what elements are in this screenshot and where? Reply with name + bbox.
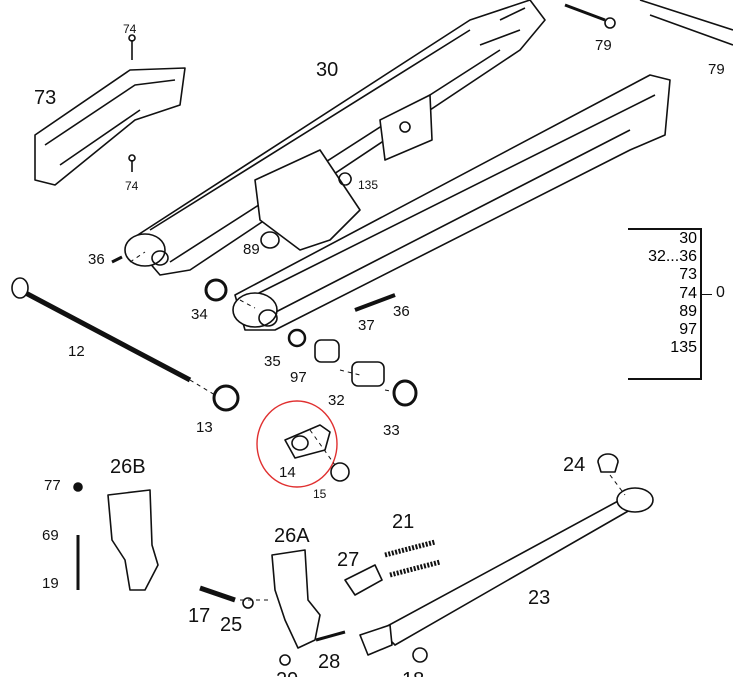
bushing-97 [314, 339, 340, 363]
callout-14: 14 [279, 464, 296, 481]
callout-12: 12 [68, 343, 85, 360]
springs-21 [384, 539, 441, 578]
callout-26a: 26A [274, 525, 310, 547]
callout-36-left: 36 [88, 251, 105, 268]
callout-23: 23 [528, 587, 551, 609]
callout-79-right: 79 [708, 61, 725, 78]
bracket-26b [107, 489, 159, 591]
nut-15 [330, 462, 350, 482]
ref-item: 135 [670, 339, 697, 357]
callout-35: 35 [264, 353, 281, 370]
callout-18: 18 [402, 670, 424, 677]
plate-27 [344, 564, 383, 596]
reference-group-bracket: 30 32...36 73 74 89 97 135 [628, 228, 702, 380]
callout-21: 21 [392, 511, 415, 533]
callout-25: 25 [220, 614, 243, 636]
ref-item: 74 [679, 284, 697, 302]
washer-13 [212, 384, 240, 412]
callout-33: 33 [383, 422, 400, 439]
chain-guard [34, 34, 186, 186]
washer-33 [392, 379, 418, 407]
highlight-circle [256, 400, 338, 488]
ref-item: 30 [679, 230, 697, 247]
callout-69: 69 [42, 527, 59, 544]
cap-24 [597, 453, 619, 473]
callout-29: 29 [276, 670, 298, 677]
ref-item: 32...36 [648, 248, 697, 266]
callout-26b: 26B [110, 456, 146, 478]
callout-15: 15 [313, 487, 327, 501]
callout-135: 135 [358, 178, 379, 192]
callout-37: 37 [358, 317, 375, 334]
callout-32: 32 [328, 392, 345, 409]
callout-73: 73 [34, 87, 57, 109]
callout-89: 89 [243, 241, 260, 258]
callout-13: 13 [196, 419, 213, 436]
plug-135 [338, 172, 352, 186]
callout-74-top: 74 [123, 22, 137, 36]
reference-group-connector [702, 294, 712, 295]
reference-group-label: 0 [716, 284, 725, 301]
callout-77: 77 [44, 477, 61, 494]
swing-arm [124, 0, 671, 331]
ref-item: 73 [679, 266, 697, 284]
callout-19: 19 [42, 575, 59, 592]
callout-79-left: 79 [595, 37, 612, 54]
callout-17: 17 [188, 605, 211, 627]
ref-item: 89 [679, 302, 697, 320]
axle [11, 277, 192, 383]
washer-34 [204, 278, 228, 302]
callout-74-bottom: 74 [125, 179, 139, 193]
callout-28: 28 [318, 651, 341, 673]
callout-27: 27 [337, 549, 360, 571]
side-stand-23 [359, 487, 654, 656]
callout-97: 97 [290, 369, 307, 386]
callout-24: 24 [563, 454, 586, 476]
grease-nipple-37 [354, 293, 396, 312]
bracket-26a [271, 549, 321, 649]
bushing-32 [351, 361, 385, 387]
callout-36-right: 36 [393, 303, 410, 320]
callout-34: 34 [191, 306, 208, 323]
ref-item: 97 [679, 321, 697, 339]
callout-30: 30 [316, 59, 339, 81]
ring-35 [287, 328, 307, 348]
bush-89 [260, 231, 280, 249]
